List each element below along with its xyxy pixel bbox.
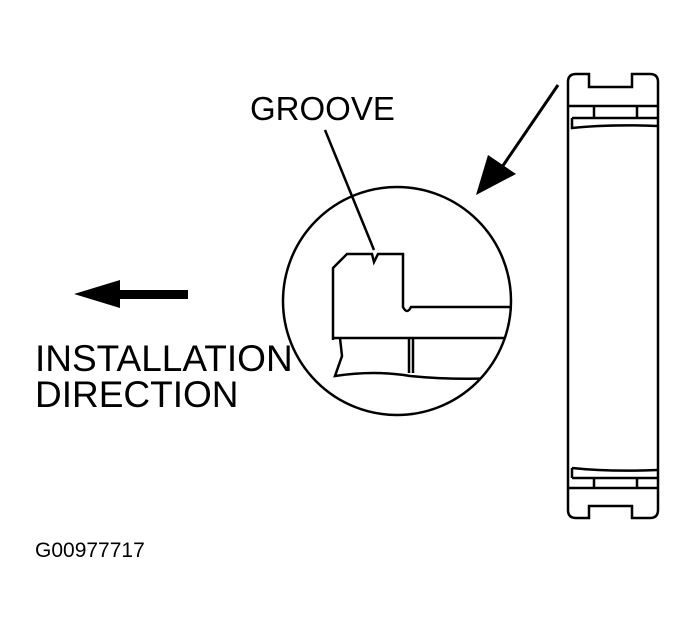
groove-label: GROOVE bbox=[250, 90, 395, 127]
direction-label: DIRECTION bbox=[35, 374, 239, 415]
detail-magnifier bbox=[281, 185, 513, 417]
seal-side-view bbox=[566, 72, 660, 520]
installation-direction-arrow bbox=[74, 280, 188, 308]
detail-pointer-arrow bbox=[476, 84, 560, 195]
installation-label: INSTALLATION bbox=[35, 338, 293, 379]
figure-id-label: G00977717 bbox=[35, 539, 145, 562]
groove-leader-line bbox=[323, 129, 376, 251]
